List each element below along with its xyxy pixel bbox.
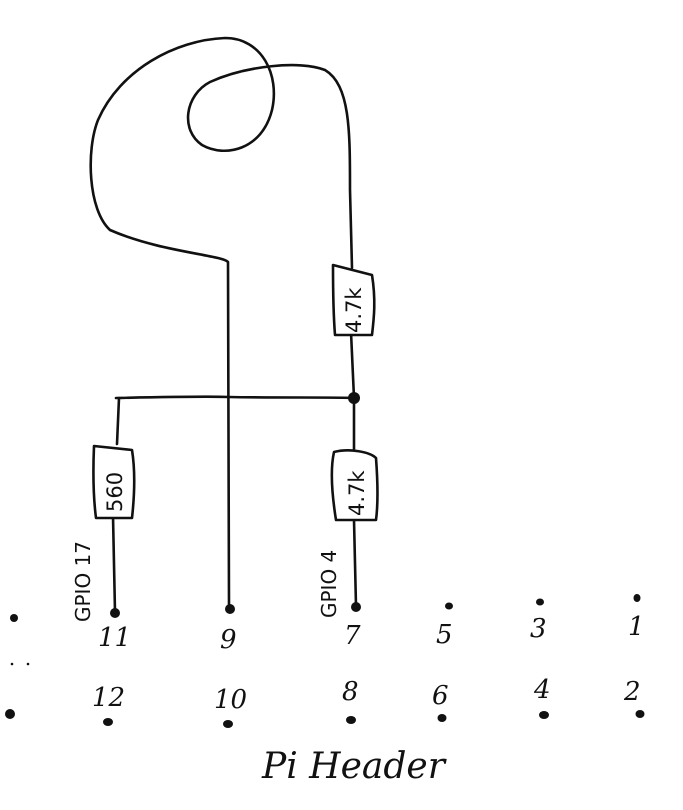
resistor-bottom-label: 4.7k — [345, 470, 369, 516]
pin-dot-1 — [633, 594, 641, 602]
pin-dot-4 — [539, 711, 549, 719]
pin-dot-8 — [346, 716, 356, 724]
left-drop-wire — [115, 396, 121, 446]
header-top-row-pins — [10, 594, 641, 622]
top-resistor-lead — [349, 330, 356, 400]
resistor-top-4k7: 4.7k — [331, 263, 376, 337]
pin-number-1: 1 — [628, 612, 645, 642]
pin-number-2: 2 — [623, 677, 641, 707]
ellipsis-dot — [10, 662, 14, 666]
pin-dot-5 — [445, 602, 453, 610]
pin-number-5: 5 — [436, 620, 453, 650]
pin-dot-14 — [5, 709, 15, 719]
pin-number-11: 11 — [98, 623, 131, 653]
left-resistor-to-pin11 — [111, 514, 117, 614]
pin-dot-13 — [10, 614, 18, 622]
pin-dot-6 — [437, 714, 447, 722]
resistor-bottom-4k7: 4.7k — [330, 449, 379, 522]
pin-number-3: 3 — [530, 614, 547, 644]
header-bottom-row-pins — [5, 709, 645, 728]
gpio4-label: GPIO 4 — [317, 550, 341, 618]
junction-dot — [348, 392, 360, 404]
pin-dot-12 — [103, 718, 113, 726]
junction-bus — [114, 395, 357, 400]
pin-number-7: 7 — [344, 621, 361, 651]
pin-dot-11 — [110, 608, 120, 618]
pin-number-10: 10 — [214, 685, 247, 715]
pin-number-4: 4 — [533, 675, 551, 705]
pin-dot-9 — [225, 604, 235, 614]
diagram-title: Pi Header — [261, 746, 447, 787]
loop-wire — [89, 36, 354, 608]
pin-number-8: 8 — [342, 677, 359, 707]
pin-number-9: 9 — [220, 625, 237, 655]
pin-dot-7 — [351, 602, 361, 612]
pin-number-12: 12 — [92, 683, 125, 713]
pin-dot-10 — [223, 720, 233, 728]
ellipsis-dot — [26, 662, 30, 666]
pin-dot-2 — [635, 710, 645, 718]
gpio17-label: GPIO 17 — [71, 541, 95, 622]
pin-number-6: 6 — [432, 681, 449, 711]
resistor-top-label: 4.7k — [342, 287, 366, 333]
resistor-560-label: 560 — [103, 472, 127, 512]
resistor-560: 560 — [92, 444, 136, 520]
bottom-resistor-to-pin7 — [352, 518, 358, 608]
pin-dot-3 — [536, 598, 544, 606]
